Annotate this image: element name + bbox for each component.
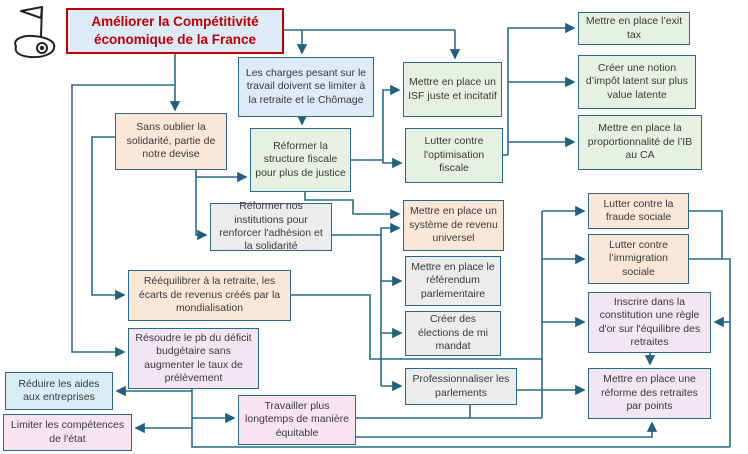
node-professionnaliser-parlements: Professionnaliser les parlements (405, 368, 517, 405)
node-limiter-competences: Limiter les compétences de l'état (3, 414, 132, 451)
node-revenu-universel: Mettre en place un système de revenu uni… (403, 200, 504, 251)
node-charges-travail: Les charges pesant sur le travail doiven… (238, 57, 374, 117)
node-optimisation-fiscale: Lutter contre l'optimisation fiscale (405, 128, 503, 183)
node-impot-latent: Créer une notion d’impôt latent sur plus… (578, 55, 696, 109)
golf-flag-icon (14, 6, 56, 59)
node-retraites-par-points: Mettre en place une réforme des retraite… (588, 368, 711, 419)
node-title: Améliorer la Compétitivité économique de… (66, 8, 284, 54)
node-reequilibrer-retraite: Rééquilibrer à la retraite, les écarts d… (128, 270, 291, 321)
node-resoudre-deficit: Résoudre le pb du déficit budgétaire san… (128, 328, 259, 389)
node-travailler-plus: Travailler plus longtemps de manière équ… (238, 395, 356, 445)
node-inscrire-constitution: Inscrire dans la constitution une règle … (588, 292, 711, 353)
node-reduire-aides: Réduire les aides aux entreprises (5, 372, 113, 410)
node-referendum-parlementaire: Mettre en place le référendum parlementa… (405, 256, 501, 306)
node-isf: Mettre en place un ISF juste et incitati… (403, 62, 502, 117)
node-proportionnalite-ib-ca: Mettre en place la proportionnalité de l… (578, 115, 702, 170)
node-immigration-sociale: Lutter contre l’immigration sociale (588, 234, 689, 284)
node-elections-mi-mandat: Créer des élections de mi mandat (405, 311, 501, 356)
node-reformer-institutions: Réformer nos institutions pour renforcer… (210, 200, 332, 252)
node-fraude-sociale: Lutter contre la fraude sociale (588, 193, 689, 229)
node-exit-tax: Mettre en place l’exit tax (578, 12, 690, 45)
node-solidarite-devise: Sans oublier la solidarité, partie de no… (115, 113, 227, 170)
node-reforme-fiscale: Réformer la structure fiscale pour plus … (250, 128, 351, 192)
